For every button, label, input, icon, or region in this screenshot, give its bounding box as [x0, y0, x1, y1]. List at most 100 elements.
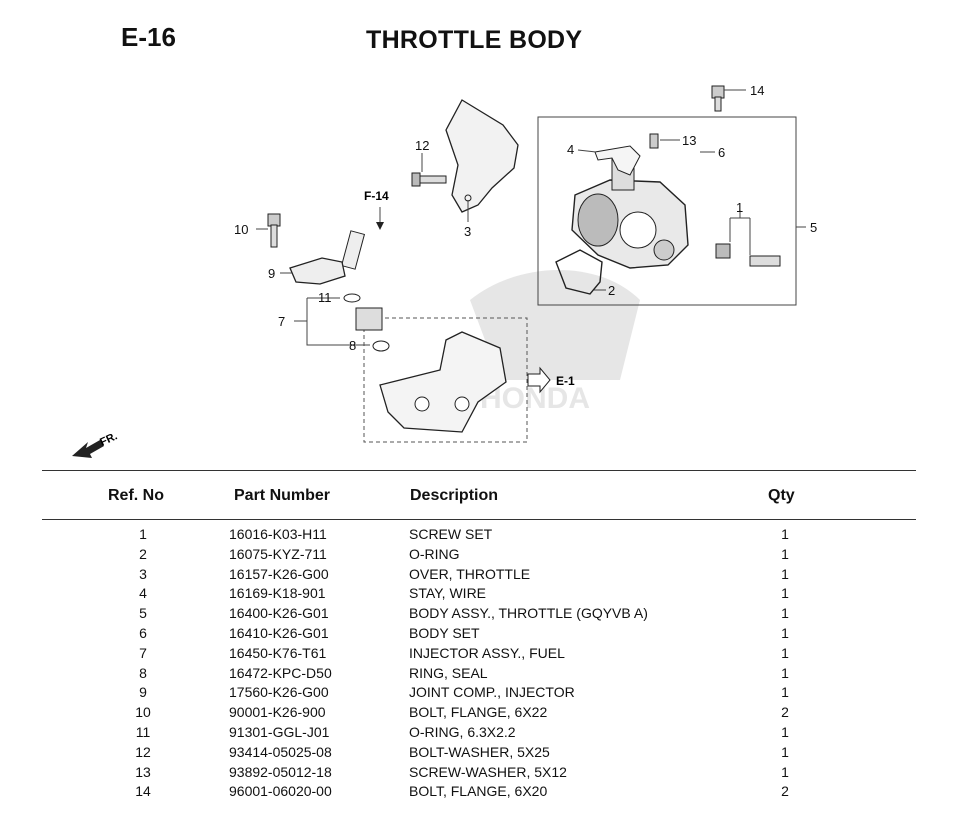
description-cell: JOINT COMP., INJECTOR: [409, 684, 575, 701]
callout-5: 5: [810, 220, 817, 235]
part-number-cell: 16075-KYZ-711: [229, 545, 327, 562]
description-cell: BOLT-WASHER, 5X25: [409, 743, 550, 760]
part-number-cell: 16410-K26-G01: [229, 624, 329, 641]
part-number-cell: 93892-05012-18: [229, 763, 332, 780]
ref-cell: 3: [139, 565, 147, 582]
table-row[interactable]: 11 91301-GGL-J01 O-RING, 6.3X2.2 1: [0, 723, 968, 743]
qty-cell: 1: [781, 605, 789, 622]
part-number-cell: 16400-K26-G01: [229, 605, 329, 622]
description-cell: RING, SEAL: [409, 664, 488, 681]
header-description: Description: [410, 487, 499, 504]
ref-cell: 8: [139, 664, 147, 681]
part-number-cell: 16157-K26-G00: [229, 565, 329, 582]
qty-cell: 1: [781, 644, 789, 661]
table-row[interactable]: 5 16400-K26-G01 BODY ASSY., THROTTLE (GQYV…: [0, 604, 968, 624]
callout-labels: 1 2 3 4 5 6 7 8 9 10 11 12 13 14: [234, 83, 817, 353]
qty-cell: 2: [781, 783, 789, 800]
bolt-14-part: [711, 85, 725, 112]
ref-cell: 12: [135, 743, 151, 760]
ref-cell: 7: [139, 644, 147, 661]
description-cell: OVER, THROTTLE: [409, 565, 531, 582]
callout-10: 10: [234, 222, 248, 237]
part-number-cell: 16016-K03-H11: [229, 526, 327, 542]
ref-cell: 1: [139, 526, 147, 542]
injector-part: [355, 307, 383, 331]
group-box-lower: [363, 317, 528, 443]
callout-11: 11: [318, 290, 332, 305]
description-cell: BOLT, FLANGE, 6X20: [409, 783, 548, 800]
qty-cell: 1: [781, 743, 789, 760]
qty-cell: 1: [781, 684, 789, 701]
callout-13: 13: [682, 133, 696, 148]
throttle-cover-part: [445, 99, 519, 213]
ref-cell: 11: [135, 723, 151, 740]
table-header: Ref. No Part Number Description Qty: [0, 487, 968, 509]
group-box-5: [537, 116, 797, 306]
bolt-10-part: [267, 213, 281, 248]
qty-cell: 1: [781, 624, 789, 641]
qty-cell: 1: [781, 545, 789, 562]
honda-watermark: HONDA: [470, 270, 640, 415]
ref-cell: 13: [135, 763, 151, 780]
qty-cell: 1: [781, 585, 789, 602]
description-cell: BODY ASSY., THROTTLE (GQYVB A): [409, 605, 648, 622]
bolt-12-part: [411, 172, 447, 187]
description-cell: SCREW-WASHER, 5X12: [409, 763, 567, 780]
table-row[interactable]: 13 93892-05012-18 SCREW-WASHER, 5X12 1: [0, 763, 968, 783]
ref-cell: 9: [139, 684, 147, 701]
callout-14: 14: [750, 83, 764, 98]
ref-cell: 5: [139, 605, 147, 622]
ref-cell: 10: [135, 704, 151, 721]
header-ref: Ref. No: [108, 487, 164, 504]
description-cell: STAY, WIRE: [409, 585, 487, 602]
header-qty: Qty: [768, 487, 795, 504]
description-cell: O-RING, 6.3X2.2: [409, 723, 516, 740]
qty-cell: 1: [781, 723, 789, 740]
callout-2: 2: [608, 283, 615, 298]
part-number-cell: 90001-K26-900: [229, 704, 326, 721]
seal-ring-part: [372, 340, 390, 352]
exploded-parts-diagram: HONDA F-14: [72, 83, 817, 458]
description-cell: O-RING: [409, 545, 460, 562]
front-direction-arrow: [72, 440, 104, 458]
ref-f14-label: F-14: [364, 189, 389, 203]
part-number-cell: 96001-06020-00: [229, 783, 332, 800]
qty-cell: 1: [781, 526, 789, 542]
callout-8: 8: [349, 338, 356, 353]
screw-set-part: [715, 243, 781, 267]
ref-cell: 14: [135, 783, 151, 800]
callout-6: 6: [718, 145, 725, 160]
table-row[interactable]: 10 90001-K26-900 BOLT, FLANGE, 6X22 2: [0, 703, 968, 723]
table-row[interactable]: 14 96001-06020-00 BOLT, FLANGE, 6X20 2: [0, 782, 968, 802]
o-ring-11-part: [343, 293, 361, 303]
part-number-cell: 17560-K26-G00: [229, 684, 329, 701]
part-number-cell: 16169-K18-901: [229, 585, 326, 602]
header-part-number: Part Number: [234, 487, 331, 504]
fuel-pipe-part: [340, 230, 366, 270]
qty-cell: 2: [781, 704, 789, 721]
table-row[interactable]: 12 93414-05025-08 BOLT-WASHER, 5X25 1: [0, 743, 968, 763]
page-title: THROTTLE BODY: [366, 26, 583, 54]
part-number-cell: 93414-05025-08: [229, 743, 332, 760]
arrow-e1: [527, 366, 551, 394]
callout-9: 9: [268, 266, 275, 281]
description-cell: BOLT, FLANGE, 6X22: [409, 704, 548, 721]
part-number-cell: 91301-GGL-J01: [229, 723, 330, 740]
ref-e1-label: E-1: [556, 374, 575, 388]
front-label: FR.: [98, 430, 119, 448]
qty-cell: 1: [781, 664, 789, 681]
callout-1: 1: [736, 200, 743, 215]
table-top-rule: [42, 470, 916, 471]
description-cell: INJECTOR ASSY., FUEL: [409, 644, 565, 661]
screw-13-part: [649, 133, 659, 149]
table-row[interactable]: 9 17560-K26-G00 JOINT COMP., INJECTOR 1: [0, 683, 968, 703]
qty-cell: 1: [781, 763, 789, 780]
